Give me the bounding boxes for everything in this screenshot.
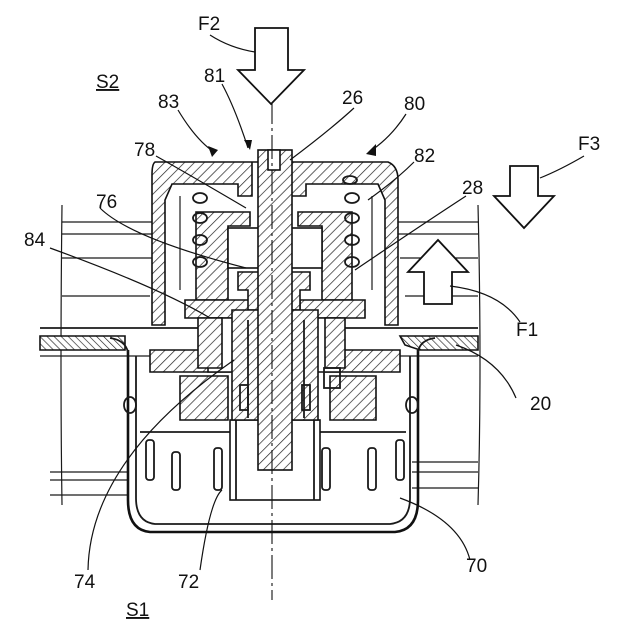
label-74: 74 [74,572,96,593]
label-f2: F2 [198,14,220,35]
label-70: 70 [466,556,487,577]
label-83: 83 [158,92,179,113]
label-s2: S2 [96,72,119,93]
label-76: 76 [96,192,117,213]
label-81: 81 [204,66,225,87]
label-28: 28 [462,178,483,199]
label-s1: S1 [126,600,149,621]
label-72: 72 [178,572,199,593]
arrow-f2 [238,28,304,104]
label-f3: F3 [578,134,600,155]
label-20: 20 [530,394,551,415]
label-82: 82 [414,146,435,167]
label-84: 84 [24,230,46,251]
label-26: 26 [342,88,363,109]
label-80: 80 [404,94,425,115]
arrow-f1 [408,240,468,304]
label-f1: F1 [516,320,538,341]
label-78: 78 [134,140,155,161]
